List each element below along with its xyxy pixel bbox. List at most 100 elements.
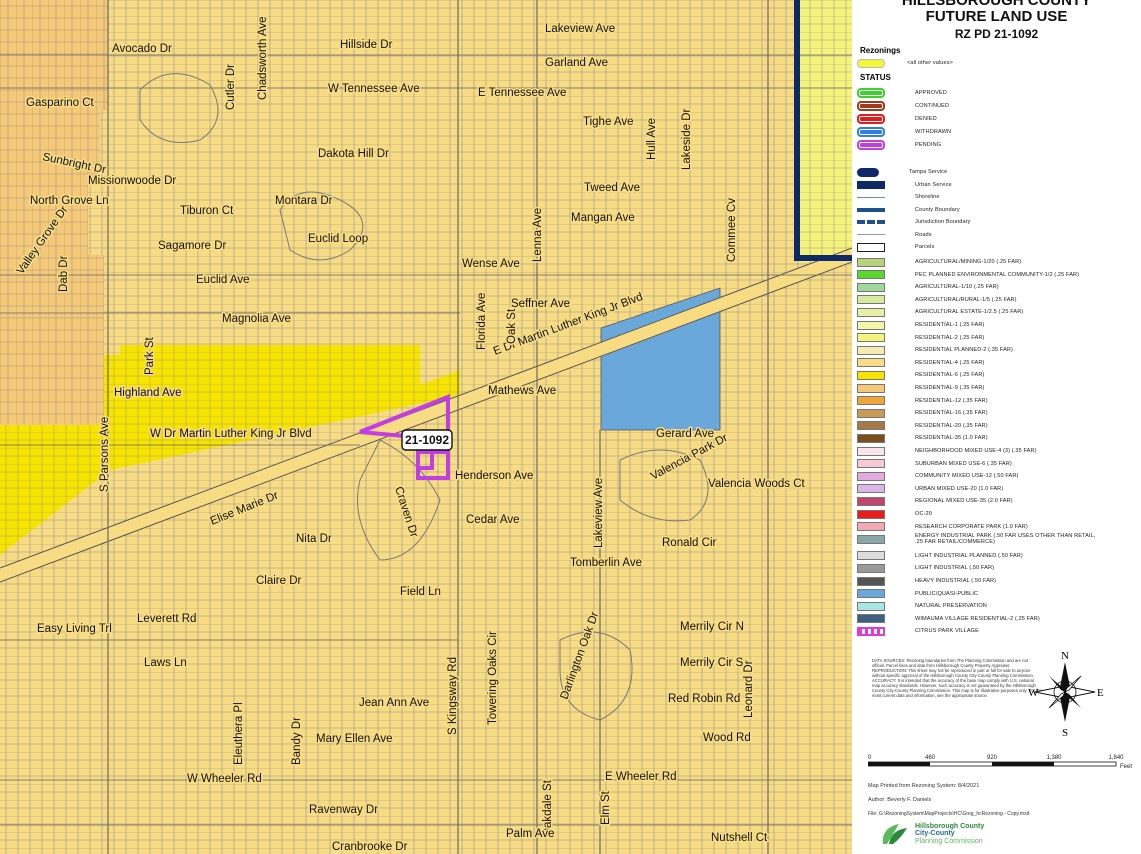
legend-row: DENIED: [852, 113, 937, 125]
legend-row: REGIONAL MIXED USE-35 (2.0 FAR): [852, 495, 1013, 507]
street-label: Oak St: [506, 308, 518, 344]
legend-label: Shoreline: [915, 194, 940, 200]
street-label: Nita Dr: [296, 533, 332, 545]
legend-label: CONTINUED: [915, 103, 950, 109]
scale-tick-label: 1,380: [1046, 755, 1062, 761]
street-label: Valencia Woods Ct: [708, 478, 806, 490]
legend-rezonings-heading: Rezonings: [860, 46, 901, 55]
street-label: Lakeview Ave: [545, 23, 615, 35]
legend-row: Shoreline: [852, 191, 940, 203]
street-label: Avocado Dr: [112, 43, 172, 55]
legend-row: RESIDENTIAL-2 (.25 FAR): [852, 332, 984, 344]
street-label: Seffner Ave: [511, 298, 570, 310]
street-label: Wense Ave: [462, 258, 520, 270]
map-title-subject: FUTURE LAND USE: [925, 8, 1068, 25]
legend-row: RESIDENTIAL-6 (.25 FAR): [852, 369, 984, 381]
legend-swatch: [857, 421, 885, 431]
street-label: Montara Dr: [275, 195, 333, 207]
legend-swatch: [857, 589, 885, 599]
street-label: Jean Ann Ave: [359, 697, 429, 709]
street-label: Commee Cv: [726, 198, 738, 262]
street-label: Easy Living Trl: [37, 623, 112, 635]
street-label: Tighe Ave: [583, 116, 634, 128]
legend-swatch: [857, 234, 885, 235]
legend-swatch: [857, 282, 885, 292]
legend-swatch: [857, 471, 885, 481]
street-label: Hull Ave: [646, 118, 658, 160]
street-label: Chadsworth Ave: [257, 16, 269, 100]
legend-swatch: [857, 601, 885, 611]
data-sources-note: DATA SOURCES: Rezoning boundaries from T…: [872, 658, 1042, 698]
legend-label: Parcels: [915, 244, 935, 250]
street-label: Field Ln: [400, 586, 441, 598]
street-label: Palm Ave: [506, 828, 554, 840]
street-label: Garland Ave: [545, 57, 608, 69]
street-label: Towering Oaks Cir: [487, 631, 499, 725]
street-label: Wood Rd: [703, 732, 751, 744]
legend-row: NEIGHBORHOOD MIXED USE-4 (3) (.35 FAR): [852, 445, 1037, 457]
street-label: Dab Dr: [58, 255, 70, 292]
legend-swatch: [857, 509, 885, 519]
legend-label: PENDING: [915, 142, 942, 148]
legend-label: RESIDENTIAL-35 (1.0 FAR): [915, 435, 988, 442]
street-label: Highland Ave: [114, 387, 182, 399]
legend-swatch: [857, 345, 885, 355]
street-label: Gasparino Ct: [26, 97, 95, 109]
legend-swatch: [857, 257, 885, 267]
legend-label: NEIGHBORHOOD MIXED USE-4 (3) (.35 FAR): [915, 448, 1037, 454]
rezoning-label: 21-1092: [405, 433, 449, 447]
legend-swatch: [857, 576, 885, 586]
legend-label: AGRICULTURAL ESTATE-1/2.5 (.25 FAR): [915, 309, 1024, 316]
street-label: Elm St: [600, 790, 612, 825]
legend-label: Roads: [915, 231, 932, 238]
parcel-grid-res9: [0, 0, 108, 425]
parcel-grid-res6: [0, 345, 460, 555]
legend-swatch: [857, 101, 885, 111]
legend-row: PENDING: [852, 139, 941, 151]
logo-line-2: City-County: [915, 830, 955, 838]
street-label: Leverett Rd: [137, 613, 196, 625]
legend-swatch: [857, 320, 885, 330]
street-label: Park St: [144, 336, 156, 375]
legend-label: LIGHT INDUSTRIAL (.50 FAR): [915, 565, 995, 572]
legend-swatch: [857, 522, 885, 532]
legend-row: AGRICULTURAL-1/10 (.25 FAR): [852, 281, 999, 293]
legend-swatch: [857, 446, 885, 456]
legend-row: RESIDENTIAL-1 (.25 FAR): [852, 319, 984, 331]
legend-label: OC-20: [915, 511, 932, 517]
street-label: Mangan Ave: [571, 212, 635, 224]
street-label: Cranbrooke Dr: [332, 841, 408, 853]
street-label: Hillside Dr: [340, 39, 393, 51]
legend-swatch: [857, 307, 885, 317]
rezoning-callout[interactable]: 21-1092: [401, 429, 453, 451]
print-date: Map Printed from Rezoning System: 8/4/20…: [868, 783, 980, 789]
legend-label: CITRUS PARK VILLAGE: [915, 628, 979, 635]
scale-tick-label: 1,840: [1108, 755, 1124, 761]
legend-row: RESIDENTIAL PLANNED-2 (.35 FAR): [852, 344, 1013, 356]
map-legend: HILLSBOROUGH COUNTY FUTURE LAND USE RZ P…: [852, 0, 1141, 854]
street-label: Henderson Ave: [455, 470, 533, 482]
legend-swatch: [857, 180, 885, 189]
legend-label: RESIDENTIAL-1 (.25 FAR): [915, 322, 985, 328]
legend-label: SUBURBAN MIXED USE-6 (.35 FAR): [915, 460, 1012, 467]
legend-row: Urban Service: [852, 179, 952, 191]
street-label: Magnolia Ave: [222, 313, 291, 325]
legend-row: RESIDENTIAL-4 (.25 FAR): [852, 357, 984, 369]
legend-label: LIGHT INDUSTRIAL PLANNED (.50 FAR): [915, 552, 1023, 559]
legend-swatch: [857, 242, 885, 252]
logo-line-1: Hillsborough County: [915, 822, 985, 830]
legend-row: CONTINUED: [852, 100, 949, 112]
legend-row: RESIDENTIAL-12 (.35 FAR): [852, 395, 988, 407]
map-view[interactable]: 21-1092 Avocado Dr Cutler Dr Chadsworth …: [0, 0, 852, 854]
legend-row: RESIDENTIAL-20 (.35 FAR): [852, 420, 988, 432]
legend-swatch: [857, 140, 885, 150]
street-label: Mathews Ave: [488, 385, 556, 397]
legend-label: RESIDENTIAL PLANNED-2 (.35 FAR): [915, 347, 1014, 354]
legend-swatch: [857, 207, 885, 212]
street-label: Merrily Cir N: [680, 621, 744, 633]
legend-swatch: [857, 626, 885, 636]
subdivision-curves: [139, 73, 709, 721]
street-label: Claire Dr: [256, 575, 302, 587]
scale-tick-label: 460: [925, 755, 936, 761]
